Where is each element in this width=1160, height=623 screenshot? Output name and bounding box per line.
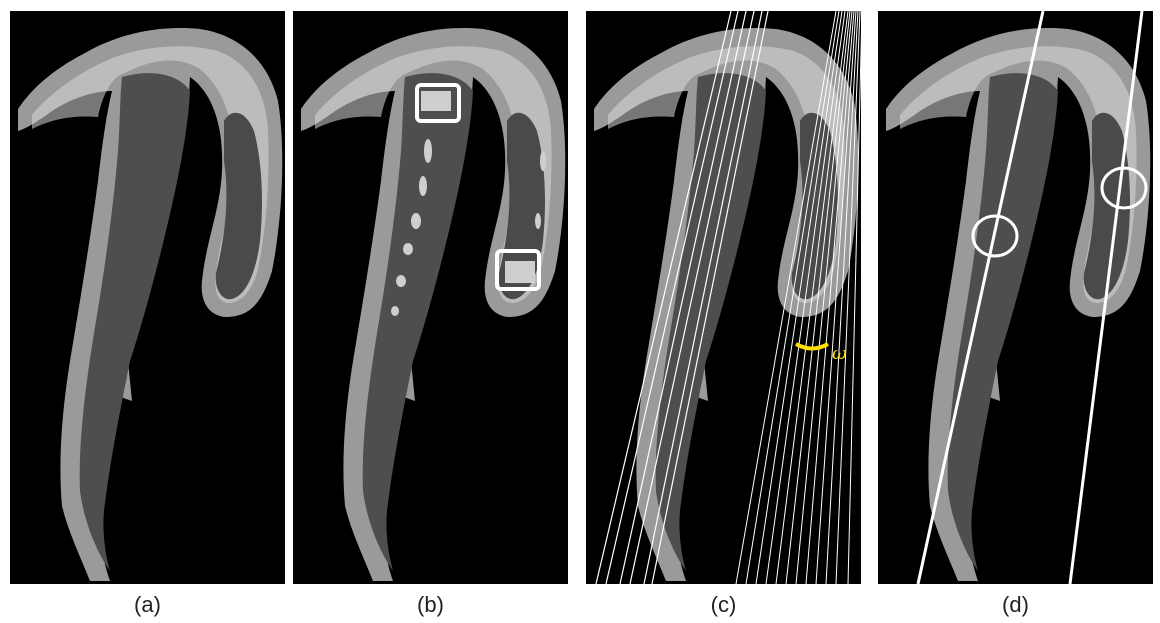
caption-b: (b) [293, 592, 568, 618]
fish-image-b [293, 11, 568, 584]
panel-b-image [293, 11, 568, 584]
fish-image-d [878, 11, 1153, 584]
caption-a: (a) [10, 592, 285, 618]
panel-c-image [586, 11, 861, 584]
fish-image-a [10, 11, 285, 584]
caption-c: (c) [586, 592, 861, 618]
angle-arc [796, 344, 828, 349]
caption-d: (d) [878, 592, 1153, 618]
fish-image-c [586, 11, 861, 584]
panel-d-image [878, 11, 1153, 584]
panel-a-image [10, 11, 285, 584]
omega-angle-label: ω [832, 343, 847, 364]
